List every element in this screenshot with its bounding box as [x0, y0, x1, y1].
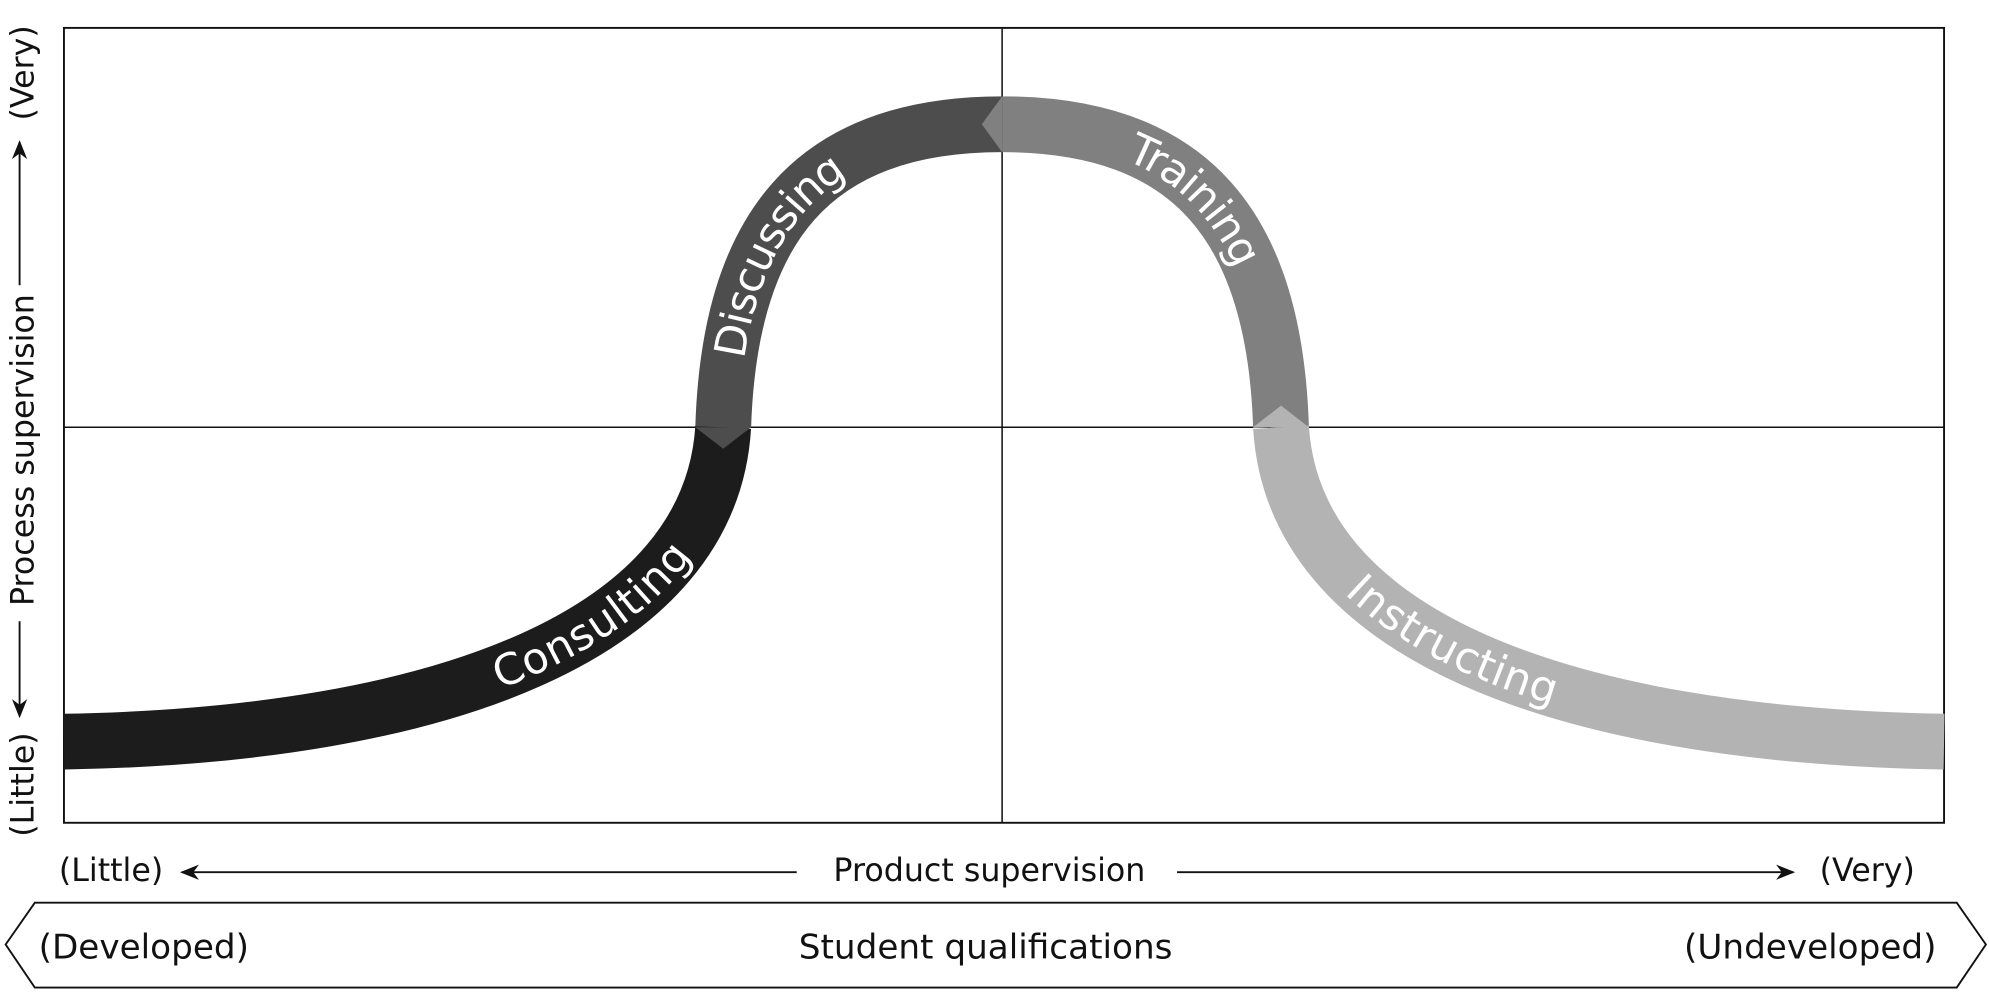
qualification-banner	[4, 901, 1988, 989]
x-axis-high-label: (Very)	[1820, 853, 1915, 889]
x-axis-low-label: (Little)	[59, 853, 163, 889]
segment-label-training: Training	[1120, 124, 1271, 274]
y-axis-high-label: (Very)	[6, 25, 42, 120]
chevron-joint	[695, 427, 752, 449]
plot-frame	[63, 26, 1946, 824]
segment-label-instructing: Instructing	[1336, 565, 1564, 715]
svg-text:Instructing: Instructing	[1336, 565, 1564, 715]
chevron-joint	[981, 96, 1003, 153]
svg-text:Consulting: Consulting	[486, 532, 702, 699]
banner-right-label: (Undeveloped)	[1684, 927, 1936, 967]
x-axis-title: Product supervision	[833, 853, 1145, 889]
svg-text:Training: Training	[1120, 124, 1271, 274]
y-axis-title: Process supervision	[6, 294, 42, 606]
y-axis-low-label: (Little)	[6, 732, 42, 836]
segment-label-consulting: Consulting	[486, 532, 702, 699]
chevron-joint	[1253, 405, 1309, 428]
banner-left-label: (Developed)	[39, 927, 249, 967]
banner-title: Student qualifications	[799, 927, 1173, 967]
